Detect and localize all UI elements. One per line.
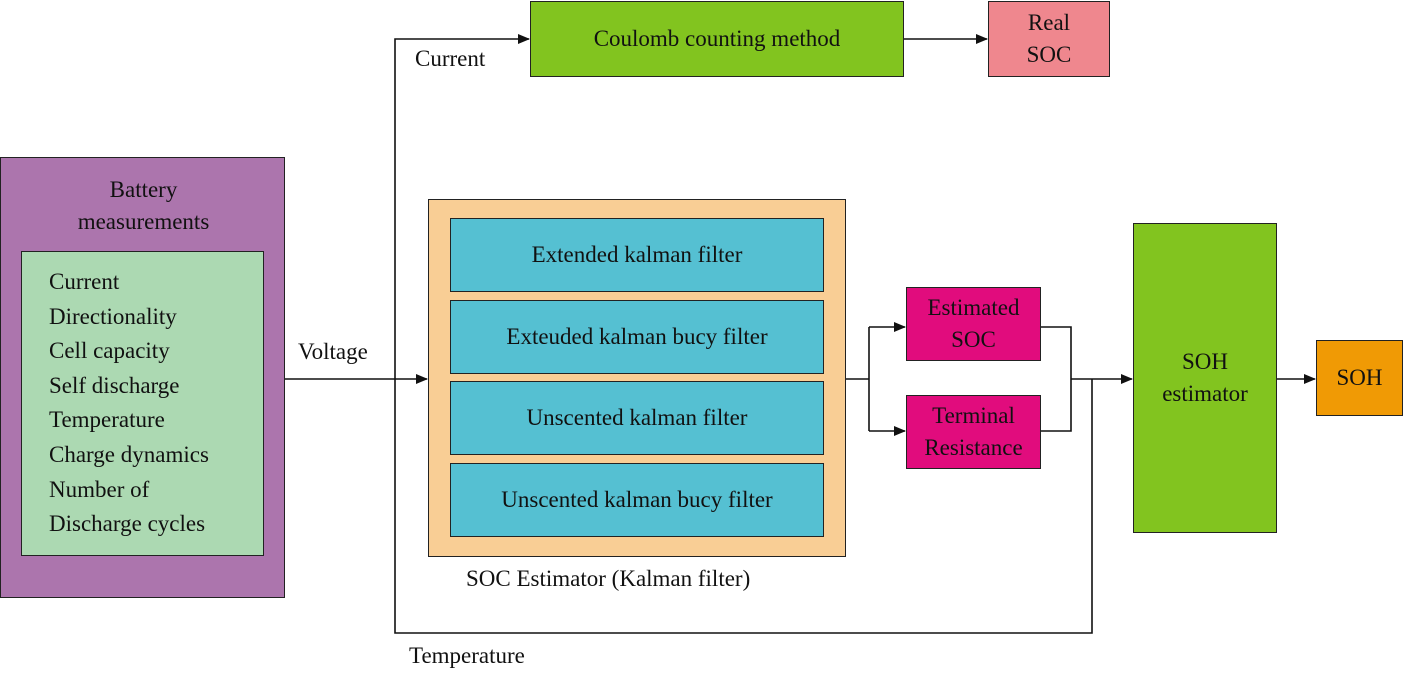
- estimated-soc-box: Estimated SOC: [906, 287, 1041, 361]
- measurement-item: Temperature: [49, 407, 165, 433]
- battery-measurements-title: Battery measurements: [77, 177, 210, 234]
- measurement-list-box: Current Directionality Cell capacity Sel…: [21, 251, 264, 556]
- measurement-item: Cell capacity: [49, 338, 170, 364]
- real-soc-box: Real SOC: [988, 1, 1110, 77]
- current-line: [394, 34, 530, 379]
- soh-box: SOH: [1316, 340, 1403, 416]
- unscented-kalman-filter-box: Unscented kalman filter: [450, 381, 824, 455]
- current-signal-label: Current: [415, 46, 486, 71]
- temperature-line: [394, 379, 1093, 634]
- measurement-item: Charge dynamics: [49, 441, 209, 467]
- soc-estimator-caption: SOC Estimator (Kalman filter): [466, 566, 751, 591]
- measurement-item: Discharge cycles: [49, 511, 206, 537]
- measurement-item: Self discharge: [49, 372, 180, 398]
- voltage-signal-label: Voltage: [298, 339, 368, 364]
- temperature-signal-label: Temperature: [409, 643, 525, 668]
- terminal-resistance-box: Terminal Resistance: [906, 395, 1041, 469]
- coulomb-counting-box: Coulomb counting method: [530, 1, 904, 77]
- extended-kalman-bucy-filter-box: Exteuded kalman bucy filter: [450, 300, 824, 374]
- measurement-list: Current Directionality Cell capacity Sel…: [22, 252, 263, 542]
- measurement-item: Directionality: [49, 303, 177, 329]
- unscented-kalman-bucy-filter-box: Unscented kalman bucy filter: [450, 463, 824, 537]
- measurement-item: Current: [49, 269, 120, 294]
- extended-kalman-filter-box: Extended kalman filter: [450, 218, 824, 292]
- measurement-item: Number of: [49, 476, 150, 502]
- soh-estimator-box: SOH estimator: [1133, 223, 1277, 533]
- estimated-soc-out: [1041, 326, 1072, 432]
